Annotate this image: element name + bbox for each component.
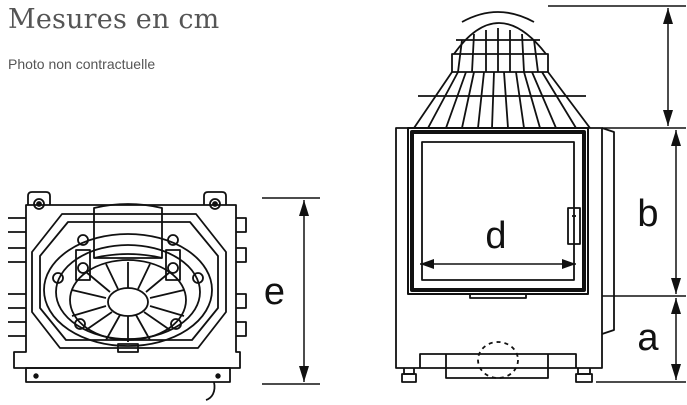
right-dimension-lines (548, 5, 686, 383)
dimension-b-label: b (637, 193, 658, 235)
dimension-d-label: d (485, 215, 506, 257)
dimension-e-label: e (264, 271, 285, 313)
page-title: Mesures en cm (8, 4, 220, 35)
front-view-drawing (395, 11, 615, 383)
dimension-d-line (420, 259, 576, 269)
dimension-e-line (262, 197, 320, 385)
page-subtitle: Photo non contractuelle (8, 56, 156, 72)
top-view-drawing (8, 191, 247, 401)
dimension-a-label: a (637, 317, 659, 359)
